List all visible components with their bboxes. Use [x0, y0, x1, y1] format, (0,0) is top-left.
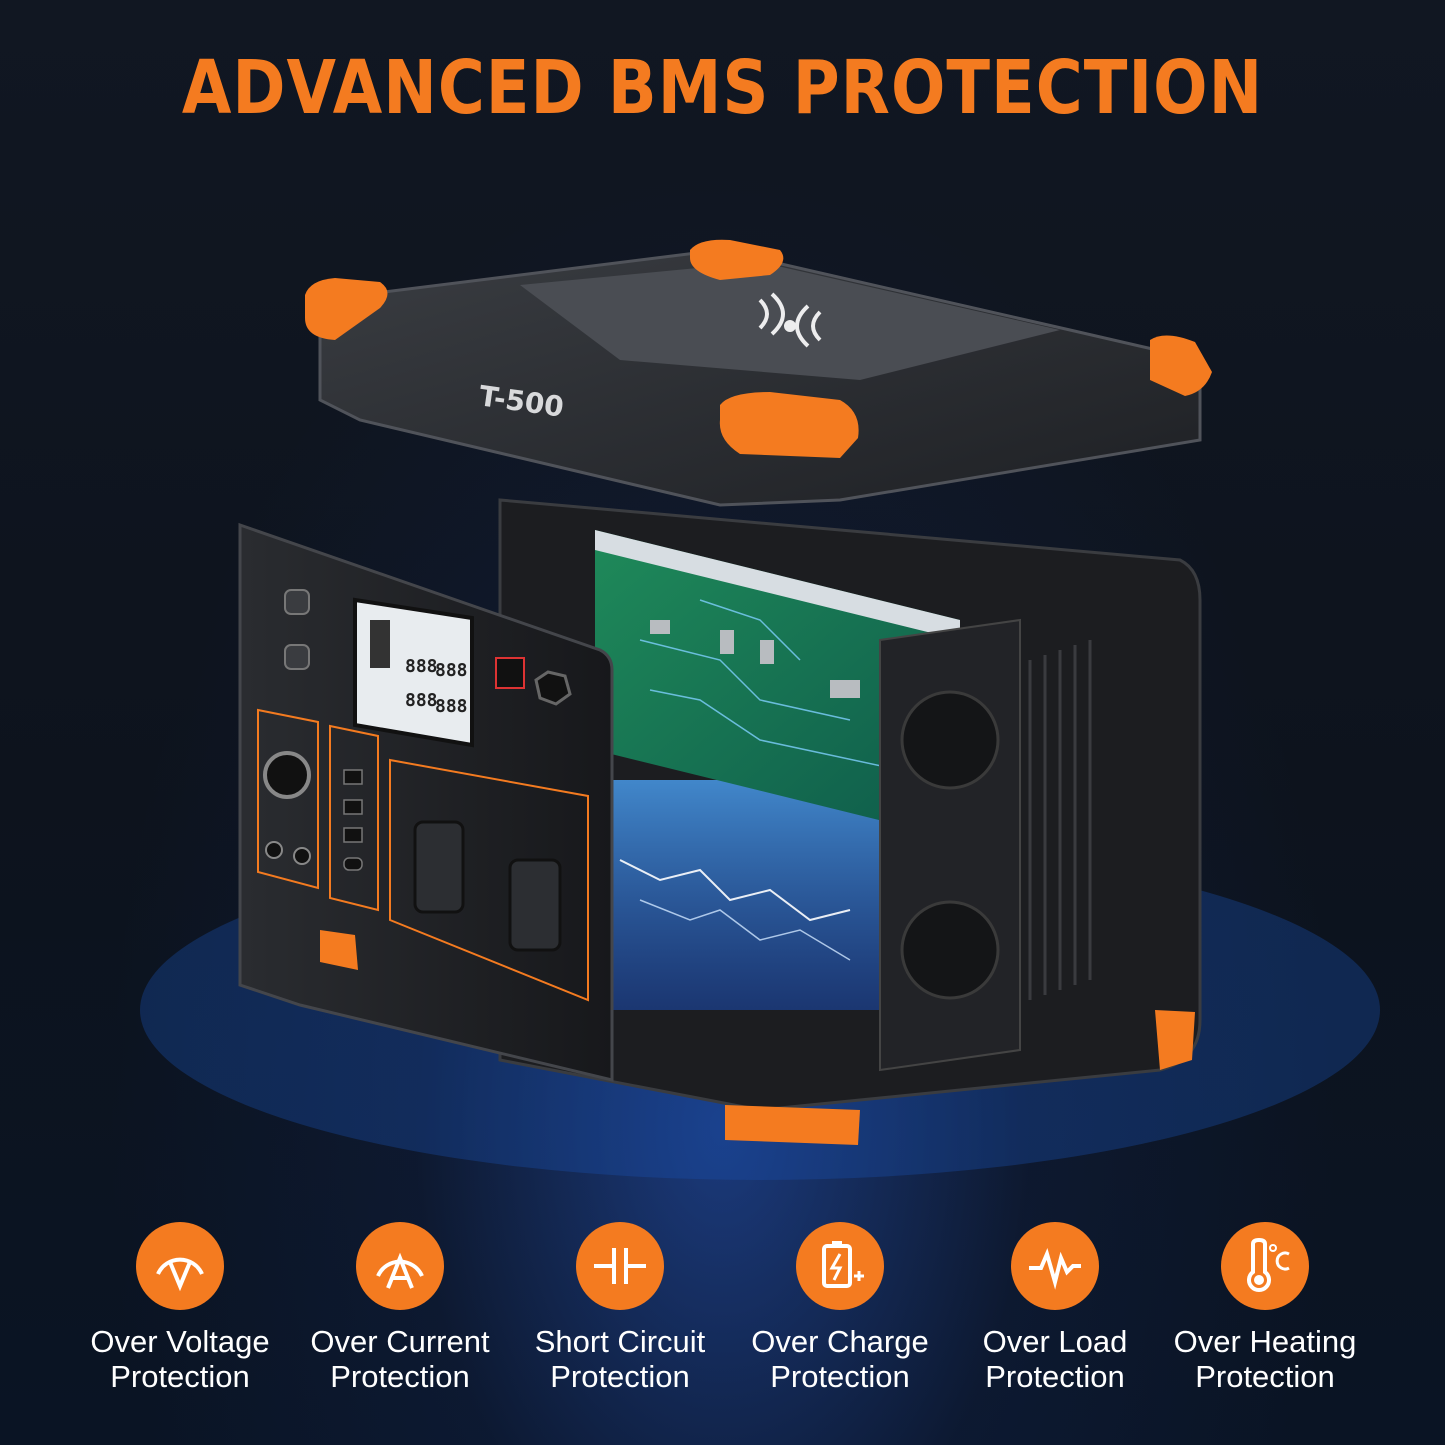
feature-label: Over Load	[982, 1324, 1128, 1359]
feature-sublabel: Protection	[550, 1359, 690, 1394]
feature-label: Over Charge	[751, 1324, 929, 1359]
dc-input	[534, 670, 572, 706]
short-circuit-icon	[576, 1222, 664, 1310]
power-button	[284, 589, 310, 615]
wireless-icon	[758, 292, 822, 348]
fan-module	[879, 618, 1021, 1072]
dc-group	[257, 708, 319, 890]
feature-label: Short Circuit	[534, 1324, 706, 1359]
feature-label: Over Voltage	[90, 1324, 270, 1359]
heating-icon	[1221, 1222, 1309, 1310]
feature-sublabel: Protection	[330, 1359, 470, 1394]
page-title: ADVANCED BMS PROTECTION	[181, 46, 1264, 132]
usb-group	[329, 724, 379, 912]
current-icon	[356, 1222, 444, 1310]
ac-outlet	[413, 820, 465, 914]
svg-text:888: 888	[405, 690, 438, 711]
charge-icon	[796, 1222, 884, 1310]
corner-bumpers	[305, 239, 1212, 1145]
lightning	[619, 859, 851, 922]
pv-input	[495, 657, 525, 689]
ac-group	[389, 758, 589, 1002]
light-button	[284, 644, 310, 670]
feature-sublabel: Protection	[110, 1359, 250, 1394]
svg-text:888: 888	[405, 656, 438, 677]
feature-label: Over Heating	[1173, 1324, 1357, 1359]
feature-label: Over Current	[310, 1324, 490, 1359]
feature-sublabel: Protection	[1195, 1359, 1335, 1394]
voltage-icon	[136, 1222, 224, 1310]
svg-text:888: 888	[435, 696, 468, 717]
ac-outlet	[508, 858, 562, 952]
feature-sublabel: Protection	[770, 1359, 910, 1394]
feature-sublabel: Protection	[985, 1359, 1125, 1394]
load-icon	[1011, 1222, 1099, 1310]
car-socket	[263, 751, 311, 799]
svg-text:888: 888	[435, 660, 468, 681]
